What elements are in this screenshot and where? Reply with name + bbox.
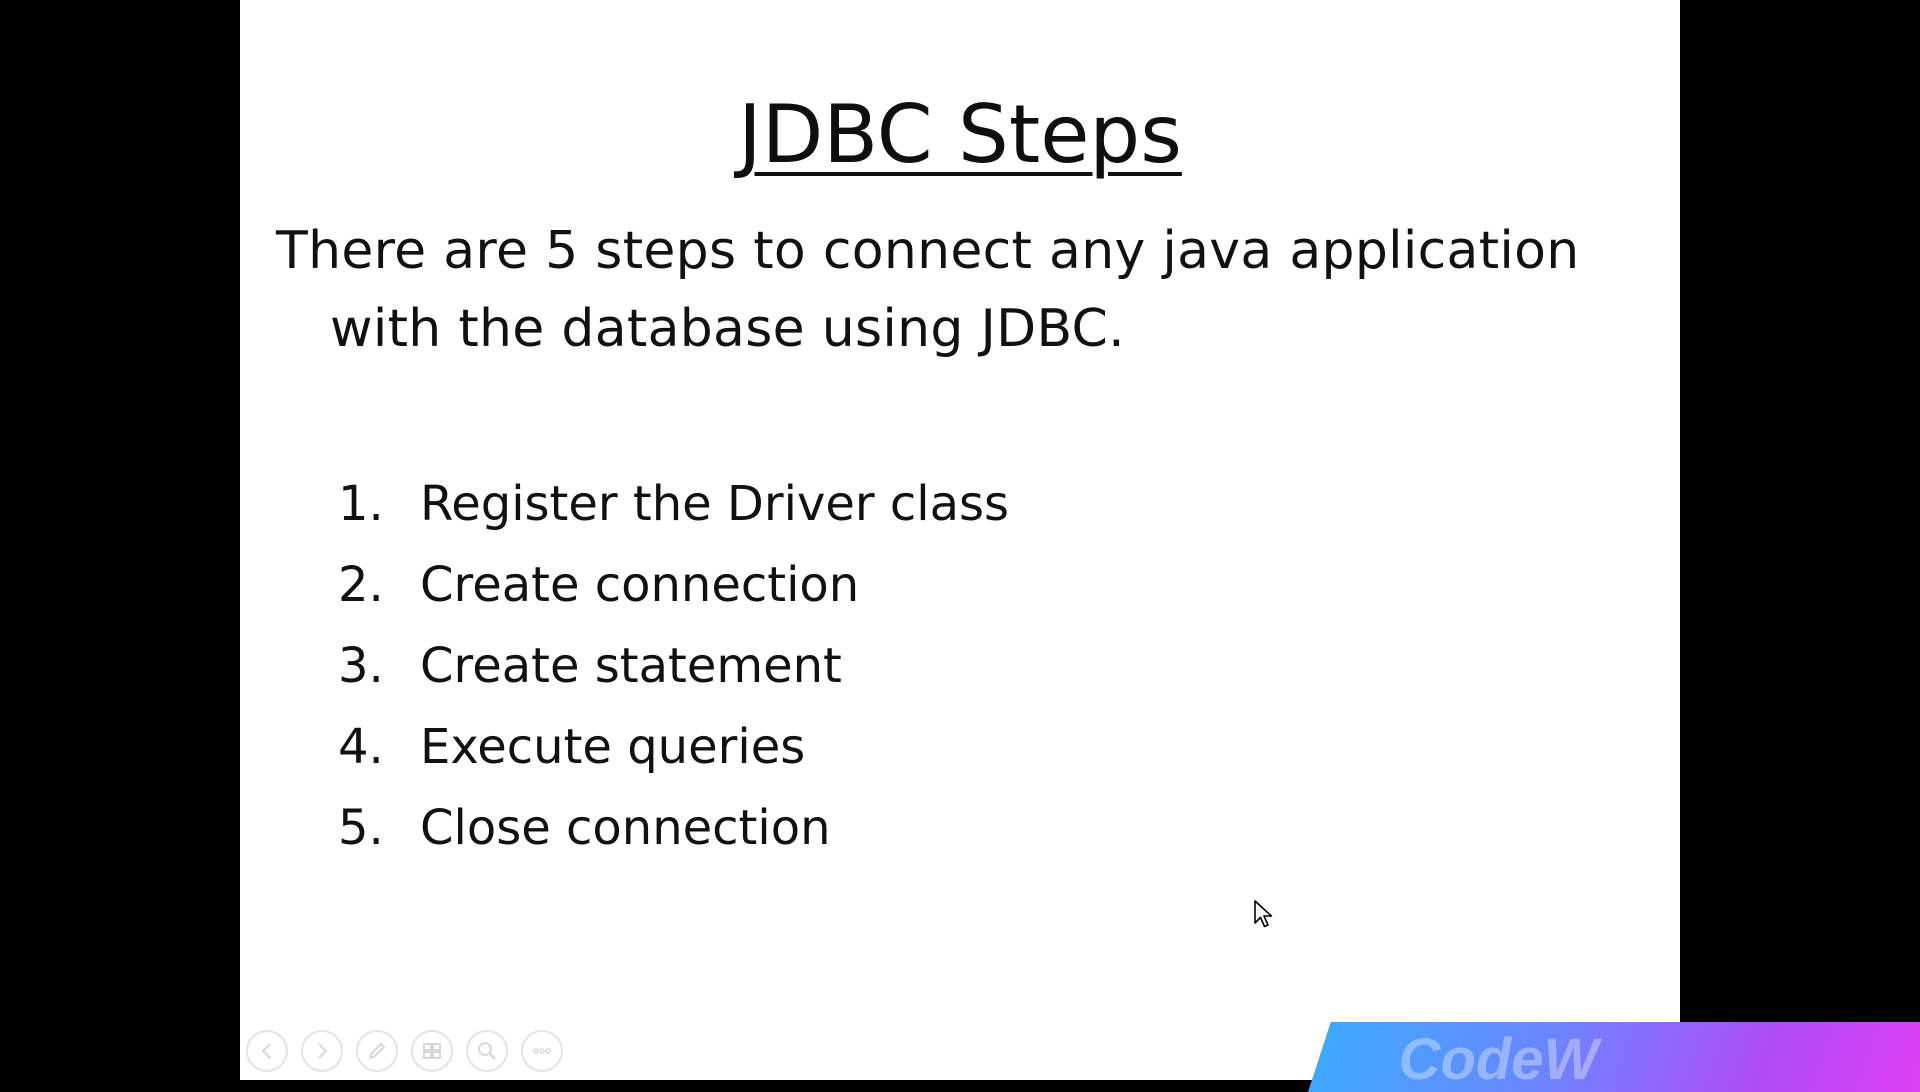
step-text: Register the Driver class	[420, 476, 1010, 532]
list-item: 2. Create connection	[240, 551, 1680, 632]
zoom-icon	[478, 1042, 496, 1060]
slide: JDBC Steps There are 5 steps to connect …	[240, 0, 1680, 1080]
list-item: 1. Register the Driver class	[240, 470, 1680, 551]
intro-paragraph: There are 5 steps to connect any java ap…	[276, 221, 1580, 359]
next-icon	[318, 1043, 328, 1059]
mouse-cursor-icon	[1254, 900, 1273, 928]
channel-watermark: CodeW	[1308, 1022, 1920, 1092]
step-text: Execute queries	[420, 719, 806, 775]
more-icon	[533, 1048, 551, 1054]
watermark-text: CodeW	[1398, 1027, 1599, 1092]
step-text: Close connection	[420, 800, 831, 856]
steps-list: 1. Register the Driver class 2. Create c…	[240, 470, 1680, 875]
pen-tool-button[interactable]	[356, 1030, 398, 1072]
more-options-button[interactable]	[521, 1030, 563, 1072]
previous-slide-button[interactable]	[246, 1030, 288, 1072]
slideshow-toolbar	[246, 1030, 563, 1074]
step-number: 4.	[338, 719, 384, 775]
step-number: 2.	[338, 557, 384, 613]
list-item: 3. Create statement	[240, 632, 1680, 713]
slides-grid-icon	[423, 1043, 441, 1059]
step-number: 1.	[338, 476, 384, 532]
next-slide-button[interactable]	[301, 1030, 343, 1072]
pen-icon	[368, 1042, 386, 1060]
step-number: 5.	[338, 800, 384, 856]
list-item: 4. Execute queries	[240, 713, 1680, 794]
see-all-slides-button[interactable]	[411, 1030, 453, 1072]
slide-title: JDBC Steps	[738, 88, 1182, 181]
step-number: 3.	[338, 638, 384, 694]
list-item: 5. Close connection	[240, 794, 1680, 875]
step-text: Create statement	[420, 638, 842, 694]
previous-icon	[261, 1043, 271, 1059]
zoom-button[interactable]	[466, 1030, 508, 1072]
step-text: Create connection	[420, 557, 860, 613]
